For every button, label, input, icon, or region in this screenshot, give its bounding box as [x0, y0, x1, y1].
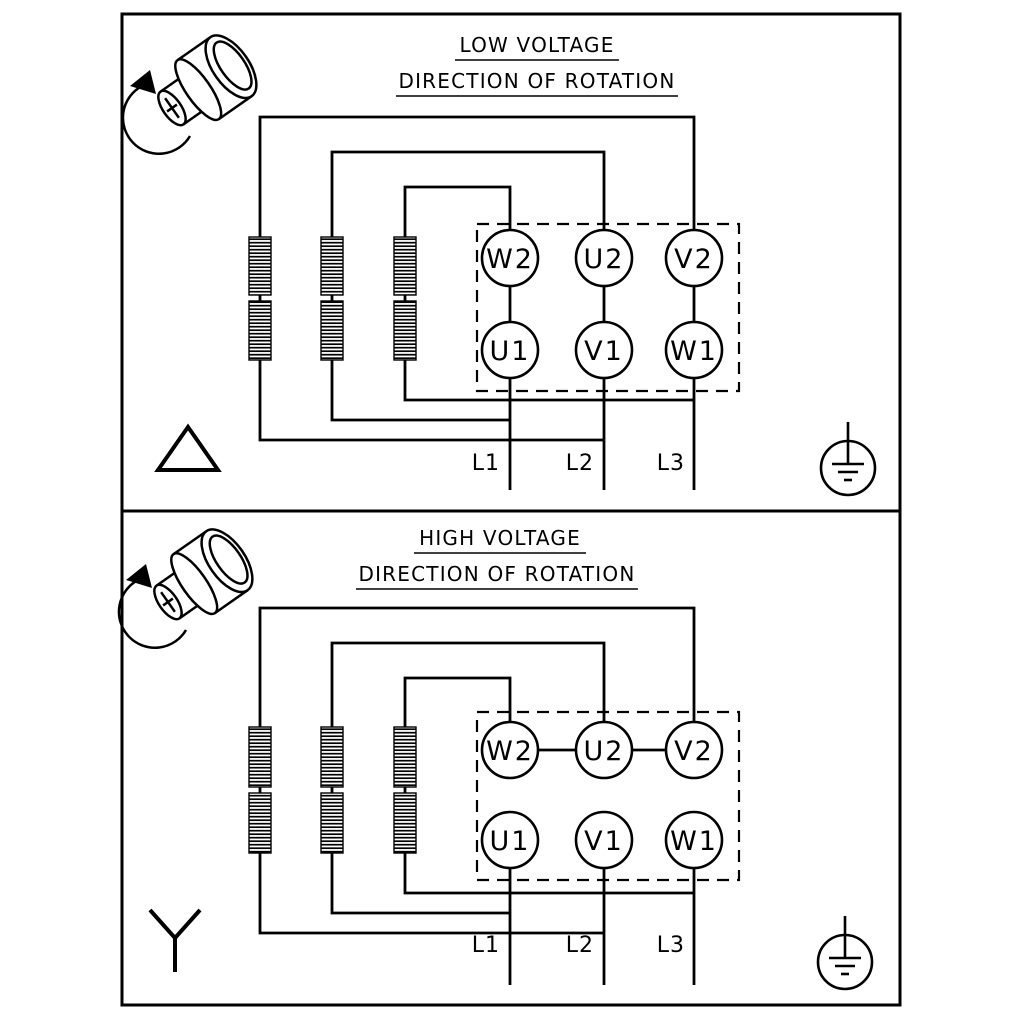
- terminal-label-u2: U2: [584, 736, 625, 767]
- wire-coil1-to-v2: [258, 115, 696, 237]
- winding-coil: [320, 300, 344, 361]
- supply-line-label-l3: L3: [657, 933, 685, 958]
- winding-coil: [393, 300, 417, 361]
- terminal-board-outline: [475, 710, 741, 882]
- wire-coil3-to-w1: [403, 360, 694, 402]
- wire-coil3-to-w1: [403, 853, 694, 895]
- delta-connection-icon: [154, 423, 222, 472]
- terminal-label-v1: V1: [584, 336, 624, 367]
- terminal-label-v2: V2: [674, 736, 714, 767]
- wire-coil3-to-w2: [403, 185, 512, 237]
- terminal-w1: [664, 810, 724, 870]
- supply-line-label-l2: L2: [566, 933, 594, 958]
- terminal-v2: [664, 228, 724, 288]
- winding-coils: [248, 236, 417, 361]
- panel-low-voltage: LOW VOLTAGE DIRECTION OF ROTATION: [121, 25, 877, 497]
- terminal-v1: [574, 810, 634, 870]
- terminal-board-outline: [475, 222, 741, 393]
- earth-ground-icon: [819, 420, 877, 497]
- rotation-direction-label: DIRECTION OF ROTATION: [358, 562, 635, 586]
- winding-coils: [248, 726, 417, 854]
- winding-coil: [248, 726, 272, 788]
- wire-coil3-to-w2: [403, 676, 512, 727]
- supply-line-label-l1: L1: [472, 933, 500, 958]
- winding-coil: [248, 236, 272, 296]
- rotation-direction-label: DIRECTION OF ROTATION: [398, 69, 675, 93]
- terminal-v2: [664, 720, 724, 780]
- winding-coil: [248, 792, 272, 854]
- wire-coil1-to-v1: [258, 853, 604, 935]
- winding-coil: [393, 236, 417, 296]
- winding-coil: [320, 236, 344, 296]
- terminal-label-w1: W1: [670, 336, 718, 367]
- terminal-w2: [480, 720, 540, 780]
- terminal-u1: [480, 320, 540, 380]
- motor-rotation-icon: [117, 519, 264, 649]
- motor-rotation-icon: [121, 25, 268, 155]
- terminal-w1: [664, 320, 724, 380]
- supply-line-label-l2: L2: [566, 451, 594, 476]
- wire-coil2-to-u1: [330, 360, 510, 422]
- terminal-label-w2: W2: [486, 244, 534, 275]
- panel-title: LOW VOLTAGE: [459, 33, 614, 57]
- earth-ground-icon: [816, 914, 874, 991]
- winding-coil: [248, 300, 272, 361]
- terminal-v1: [574, 320, 634, 380]
- terminal-label-w1: W1: [670, 826, 718, 857]
- wire-coil1-to-v2: [258, 606, 696, 727]
- winding-coil: [320, 726, 344, 788]
- wire-coil2-to-u2: [330, 641, 606, 727]
- supply-line-label-l3: L3: [657, 451, 685, 476]
- panel-high-voltage: HIGH VOLTAGE DIRECTION OF ROTATION: [117, 519, 874, 991]
- terminal-label-v1: V1: [584, 826, 624, 857]
- terminals-high-voltage: W2 U2 V2 U1 V1 W1: [480, 720, 724, 870]
- terminal-label-v2: V2: [674, 244, 714, 275]
- winding-coil: [393, 792, 417, 854]
- terminal-label-u1: U1: [490, 826, 531, 857]
- supply-line-label-l1: L1: [472, 451, 500, 476]
- terminal-label-u2: U2: [584, 244, 625, 275]
- terminal-u2: [574, 228, 634, 288]
- star-connection-icon: [148, 908, 202, 972]
- wire-coil1-to-v1: [258, 360, 604, 442]
- terminal-w2: [480, 228, 540, 288]
- winding-coil: [320, 792, 344, 854]
- terminal-label-u1: U1: [490, 336, 531, 367]
- winding-coil: [393, 726, 417, 788]
- wire-coil2-to-u1: [330, 853, 510, 915]
- terminal-u2: [574, 720, 634, 780]
- terminal-u1: [480, 810, 540, 870]
- terminal-label-w2: W2: [486, 736, 534, 767]
- wire-coil2-to-u2: [330, 150, 606, 237]
- terminals-low-voltage: W2 U2 V2 U1 V1 W1: [480, 228, 724, 380]
- panel-title: HIGH VOLTAGE: [419, 526, 581, 550]
